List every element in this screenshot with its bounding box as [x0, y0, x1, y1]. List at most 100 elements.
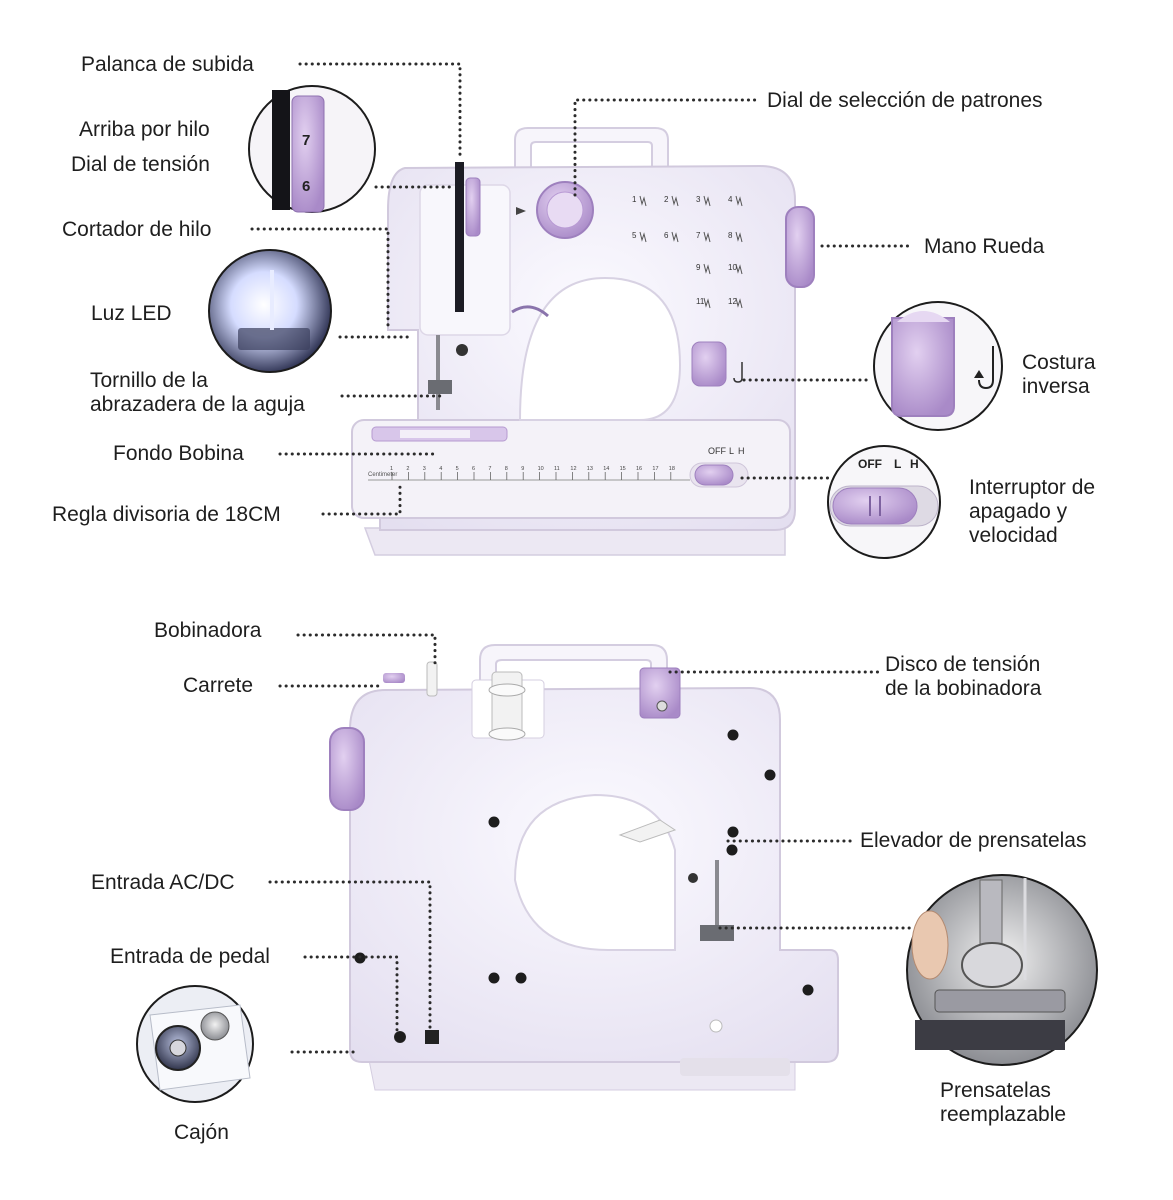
- stitch-number: 2: [664, 195, 669, 204]
- zoom-reverse-button: [873, 301, 1003, 431]
- leader-line: [296, 633, 437, 665]
- needle-clamp-screw: [456, 344, 468, 356]
- ruler-tick-label: 2: [406, 466, 409, 472]
- ruler-tick-label: 14: [603, 466, 609, 472]
- stitch-symbol: [703, 231, 711, 243]
- stitch-symbol: [735, 297, 743, 309]
- ruler-tick-label: 6: [472, 466, 475, 472]
- reverse-symbol: [733, 362, 743, 383]
- stitch-number: 4: [728, 195, 733, 204]
- ruler-tick-label: 9: [521, 466, 524, 472]
- label-winder-tension-line1: Disco de tensión: [885, 653, 1041, 676]
- screw-hole: [394, 1031, 406, 1043]
- stitch-number: 9: [696, 263, 701, 272]
- zoom-power-switch: OFF L H: [827, 445, 941, 559]
- winder-post: [426, 661, 438, 697]
- leader-line: [303, 955, 399, 1032]
- label-switch-line1: Interruptor de: [969, 476, 1096, 499]
- back-view-machine: [329, 644, 839, 1091]
- zoom-switch-off: OFF: [858, 457, 882, 471]
- hand-wheel: [785, 206, 815, 288]
- label-switch-line2: apagado y: [969, 500, 1068, 523]
- label-needle-clamp-screw: Tornillo de la abrazadera de la aguja: [90, 369, 305, 417]
- stitch-symbol: [639, 195, 647, 207]
- label-ruler: Regla divisoria de 18CM: [52, 503, 281, 526]
- ruler-tick-label: 12: [570, 466, 576, 472]
- label-reverse-stitch: Costura inversa: [1022, 351, 1096, 399]
- stitch-number: 10: [728, 263, 737, 272]
- dial-pointer: [516, 207, 526, 215]
- ruler-tick-label: 18: [669, 466, 675, 472]
- back-throat: [513, 793, 676, 951]
- front-base: [363, 527, 786, 556]
- label-led-light: Luz LED: [91, 302, 172, 325]
- ruler-tick-label: 15: [620, 466, 626, 472]
- screw-holes: [354, 729, 814, 1043]
- zoom-led-light: [208, 249, 332, 373]
- switch-mark-l: L: [729, 446, 734, 456]
- tension-number-7: 7: [302, 132, 310, 149]
- stitch-number: 7: [696, 231, 701, 240]
- ruler-tick-label: 7: [488, 466, 491, 472]
- label-spool: Carrete: [183, 674, 254, 697]
- stitch-symbol: [735, 195, 743, 207]
- label-presser-foot: Prensatelas reemplazable: [940, 1079, 1066, 1127]
- zoom-dial-wheel: [291, 95, 325, 213]
- stitch-symbol: [639, 231, 647, 243]
- leader-lines: [250, 62, 912, 1054]
- leader-line: [321, 482, 402, 516]
- reverse-button: [691, 341, 727, 387]
- ruler-tick-label: 3: [423, 466, 426, 472]
- leader-line: [298, 62, 462, 162]
- label-pedal-input: Entrada de pedal: [110, 945, 270, 968]
- zoom-switch-l: L: [894, 457, 901, 471]
- label-acdc-input: Entrada AC/DC: [91, 871, 235, 894]
- zoom-tension-dial: 7 6: [248, 85, 376, 213]
- stitch-symbol: [735, 231, 743, 243]
- stitch-number: 1: [632, 195, 637, 204]
- label-hand-wheel: Mano Rueda: [924, 235, 1045, 258]
- stitch-number: 5: [632, 231, 637, 240]
- label-power-switch: Interruptor de apagado y velocidad: [969, 476, 1095, 548]
- ruler-tick-label: 1: [390, 466, 393, 472]
- presser-lifter: [618, 819, 677, 843]
- thread-slot: [455, 162, 464, 312]
- carry-handle: [514, 127, 669, 173]
- ruler-tick-label: 4: [439, 466, 442, 472]
- leader-line: [573, 98, 762, 197]
- label-thread-cutter: Cortador de hilo: [62, 218, 212, 241]
- needle-arm: [419, 184, 511, 336]
- zoom-presser-foot: [906, 874, 1098, 1066]
- stitch-symbol: [703, 195, 711, 207]
- label-reverse-line2: inversa: [1022, 375, 1090, 398]
- bobbin-window: [400, 430, 470, 438]
- label-bobbin-winder: Bobinadora: [154, 619, 262, 642]
- screw-hole: [726, 844, 738, 856]
- label-drawer: Cajón: [174, 1121, 229, 1144]
- stitch-number: 12: [728, 297, 737, 306]
- stitch-number: 3: [696, 195, 701, 204]
- acdc-socket: [425, 1030, 439, 1044]
- tension-number-6: 6: [302, 178, 310, 195]
- bobbin-winder-spindle: [383, 673, 405, 683]
- screw-hole: [515, 972, 527, 984]
- back-drawer-slot: [680, 1058, 790, 1076]
- zoom-switch-h: H: [910, 457, 919, 471]
- label-reverse-line1: Costura: [1022, 351, 1096, 374]
- label-bobbin-base: Fondo Bobina: [113, 442, 244, 465]
- switch-mark-off: OFF: [708, 446, 726, 456]
- label-lift-lever: Palanca de subida: [81, 53, 254, 76]
- zoom-slot: [272, 90, 290, 210]
- label-presser-foot-line1: Prensatelas: [940, 1079, 1051, 1102]
- zoom-drawer: [136, 985, 254, 1103]
- stitch-symbol: [703, 297, 711, 309]
- throat-opening: [518, 276, 682, 421]
- stitch-number: 11: [696, 297, 705, 306]
- label-presser-foot-line2: reemplazable: [940, 1103, 1067, 1126]
- screw-hole: [764, 769, 776, 781]
- ruler-tick-label: 11: [554, 466, 560, 472]
- speed-switch-knob: [694, 464, 734, 486]
